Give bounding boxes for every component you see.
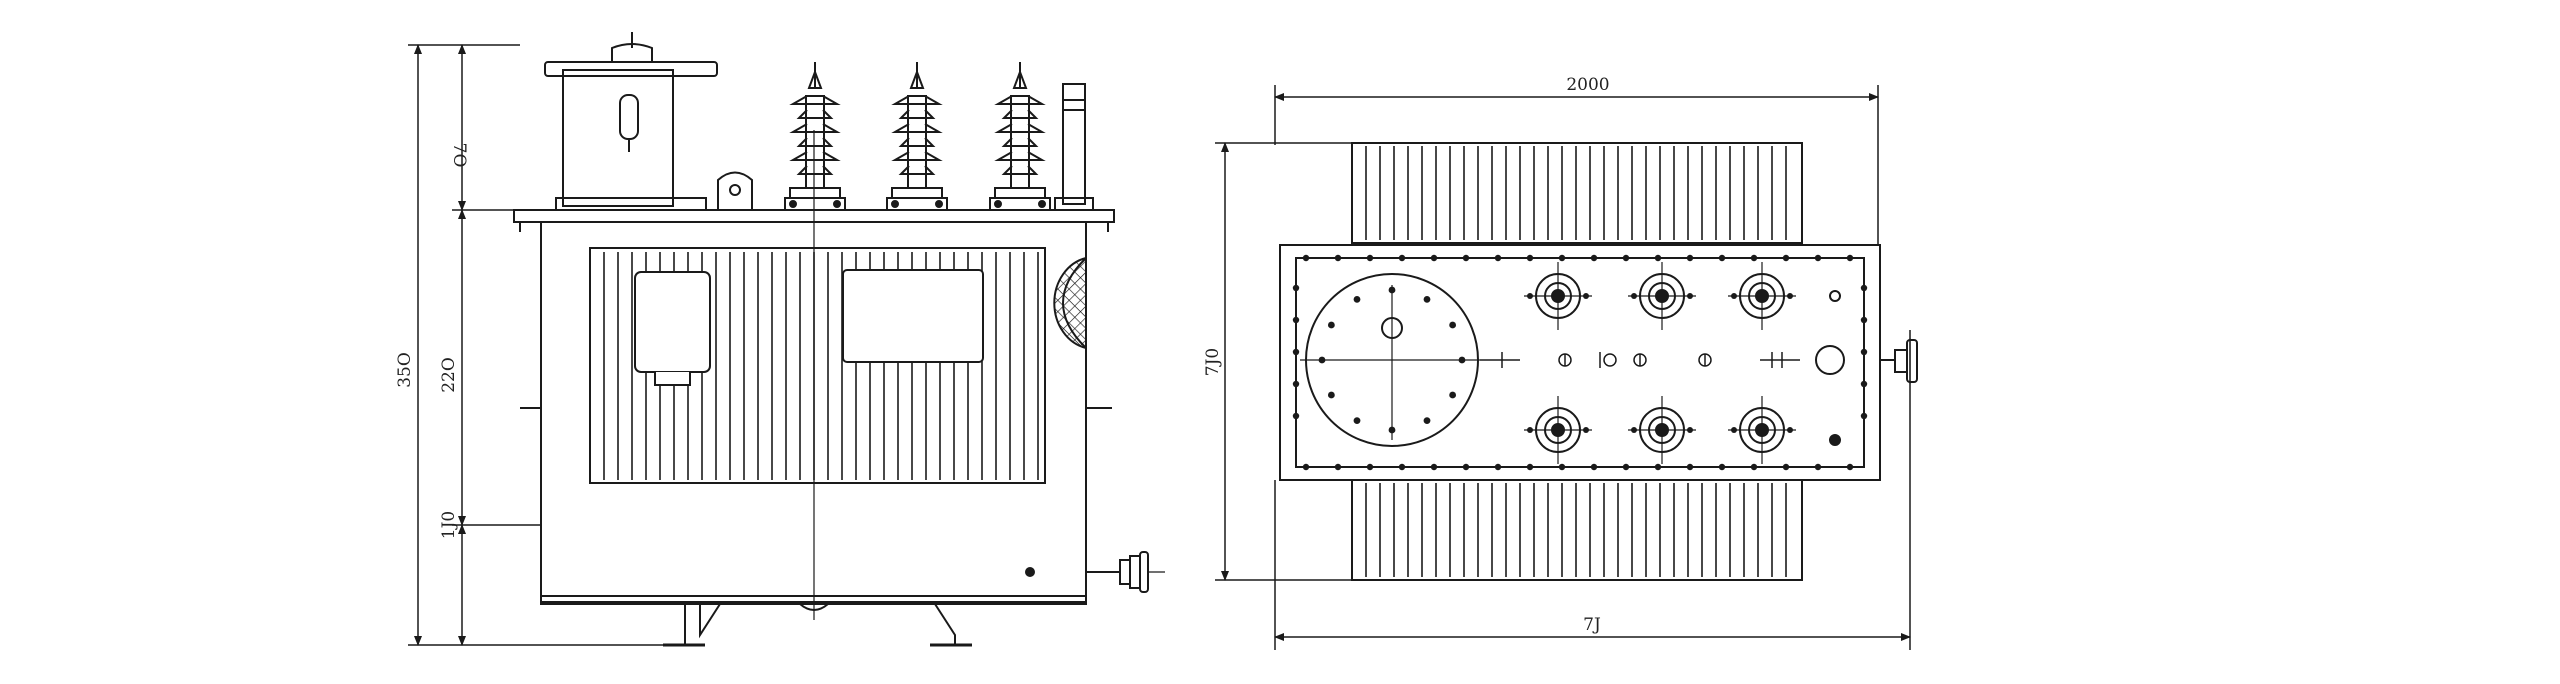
hv-bushings [784, 62, 1051, 211]
cover-bolt [1814, 463, 1822, 471]
cover-bolt [1654, 463, 1662, 471]
cover-bolt [1494, 463, 1502, 471]
cover-bolt [1558, 463, 1566, 471]
bushing-top [1628, 396, 1696, 464]
cover-bolt [1590, 254, 1598, 262]
front-view [408, 32, 1165, 647]
overall-height-label: 35O [395, 352, 415, 388]
cover-bolt [1292, 284, 1300, 292]
cover-bolt [1622, 463, 1630, 471]
cover-bolt [1622, 254, 1630, 262]
body-height-label: 22O [439, 357, 459, 393]
cover-bolt [1292, 380, 1300, 388]
conservator-bolt [1449, 391, 1457, 399]
side-valve [1880, 338, 1918, 384]
cover-bolt [1292, 412, 1300, 420]
cover-bolt [1860, 412, 1868, 420]
hv-bushing-3 [989, 62, 1051, 211]
cover-bolt [1334, 254, 1342, 262]
cover-bolt [1750, 254, 1758, 262]
cover-bolt [1814, 254, 1822, 262]
cover-bolt [1292, 348, 1300, 356]
conservator-bolt [1318, 356, 1326, 364]
conservator-bolt [1388, 426, 1396, 434]
conservator-bolt [1327, 391, 1335, 399]
front-dimension-labels: 35O 22O 7O 1J0 [395, 143, 469, 540]
inspection-window [842, 269, 984, 363]
cover-bolt [1526, 254, 1534, 262]
nameplate-window [634, 271, 711, 373]
conservator-height-label: 7O [449, 143, 469, 168]
bushing-top [1628, 262, 1696, 330]
bottom-width-label: 7J [1583, 615, 1601, 635]
cover-bolt [1558, 254, 1566, 262]
overall-width-label: 2000 [1566, 75, 1609, 95]
top-bushings [1524, 262, 1796, 464]
tank-cover-plate [1279, 244, 1881, 481]
cover-bolt [1302, 254, 1310, 262]
cover-bolt [1366, 254, 1374, 262]
breather-top [1815, 345, 1845, 375]
bushing-top [1728, 262, 1796, 330]
cover-bolt [1334, 463, 1342, 471]
front-dimension-lines [408, 44, 700, 646]
drain-valve [1025, 551, 1165, 593]
conservator-bolt [1423, 417, 1431, 425]
conservator-bolt [1327, 321, 1335, 329]
conservator-bolt [1388, 286, 1396, 294]
lifting-lug [717, 171, 753, 210]
top-radiator-upper [1351, 142, 1803, 244]
hv-bushing-2 [886, 62, 948, 211]
cover-bolt [1526, 463, 1534, 471]
bushing-top [1524, 262, 1592, 330]
conservator-top [1300, 273, 1480, 447]
conservator-bolt [1423, 295, 1431, 303]
cover-bolt [1686, 254, 1694, 262]
top-radiator-lower [1351, 479, 1803, 581]
top-view [1215, 85, 1918, 650]
hv-bushing-1 [784, 62, 846, 211]
cover-bolt [1494, 254, 1502, 262]
conservator-tank [544, 32, 718, 211]
cover-bolt [1462, 254, 1470, 262]
conservator-bolt [1353, 417, 1361, 425]
cover-bolt [1590, 463, 1598, 471]
cover-bolt [1654, 254, 1662, 262]
cover-bolt [1860, 348, 1868, 356]
cover-bolt [1430, 254, 1438, 262]
bushing-top [1728, 396, 1796, 464]
conservator-bolt [1449, 321, 1457, 329]
base-height-label: 1J0 [439, 511, 459, 539]
cover-bolt [1292, 316, 1300, 324]
cover-bolt [1860, 380, 1868, 388]
ventilation-grille [1053, 256, 1087, 350]
cover-bolt [1846, 463, 1854, 471]
cover-bolt [1782, 463, 1790, 471]
depth-label: 7J0 [1203, 348, 1223, 376]
conservator-bolt [1458, 356, 1466, 364]
cover-bolt [1686, 463, 1694, 471]
cover-bolt [1782, 254, 1790, 262]
cover-bolt [1718, 254, 1726, 262]
cover-bolt [1430, 463, 1438, 471]
tank-base [540, 595, 1087, 647]
cover-bolt [1860, 284, 1868, 292]
cover-bolt [1398, 463, 1406, 471]
cover-bolt [1860, 316, 1868, 324]
cover-bolt [1846, 254, 1854, 262]
cover-bolt [1750, 463, 1758, 471]
cover-bolt [1302, 463, 1310, 471]
conservator-bolt [1353, 295, 1361, 303]
breather-pipe [1054, 83, 1094, 211]
cover-bolt [1366, 463, 1374, 471]
cover-bolt [1398, 254, 1406, 262]
cover-bolt [1718, 463, 1726, 471]
cover-bolt [1462, 463, 1470, 471]
bushing-top [1524, 396, 1592, 464]
tap-changer [1480, 352, 1800, 368]
top-dimension-labels: 2000 7J 7J0 [1203, 75, 1610, 635]
